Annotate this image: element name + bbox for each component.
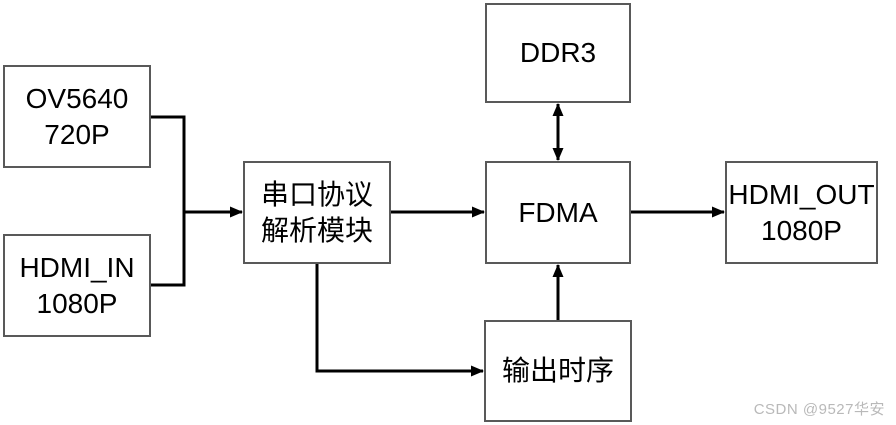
node-ov5640: OV5640 720P bbox=[3, 65, 151, 168]
node-ddr3-label: DDR3 bbox=[519, 37, 597, 69]
node-hdmi-out-line1: HDMI_OUT bbox=[728, 178, 875, 210]
node-ov5640-line2: 720P bbox=[44, 118, 110, 150]
edge-sources-merge-line bbox=[151, 115, 186, 287]
node-parser-line1: 串口协议 bbox=[260, 178, 373, 210]
node-ddr3: DDR3 bbox=[485, 3, 631, 103]
node-hdmi-out: HDMI_OUT 1080P bbox=[725, 161, 878, 264]
csdn-watermark: CSDN @9527华安 bbox=[753, 401, 885, 418]
node-hdmi-in: HDMI_IN 1080P bbox=[3, 234, 151, 337]
node-parser-line2: 解析模块 bbox=[260, 214, 373, 246]
node-hdmi-in-line2: 1080P bbox=[36, 287, 118, 319]
node-fdma-label: FDMA bbox=[518, 196, 598, 228]
node-hdmi-in-line1: HDMI_IN bbox=[19, 251, 135, 283]
node-output-timing: 输出时序 bbox=[484, 320, 632, 422]
node-hdmi-out-line2: 1080P bbox=[761, 214, 842, 246]
node-ov5640-line1: OV5640 bbox=[25, 82, 129, 114]
node-serial-protocol-parser: 串口协议 解析模块 bbox=[243, 161, 391, 264]
node-timing-label: 输出时序 bbox=[501, 355, 614, 387]
node-fdma: FDMA bbox=[485, 161, 631, 264]
edge-parser-to-timing-arrow bbox=[315, 264, 484, 377]
